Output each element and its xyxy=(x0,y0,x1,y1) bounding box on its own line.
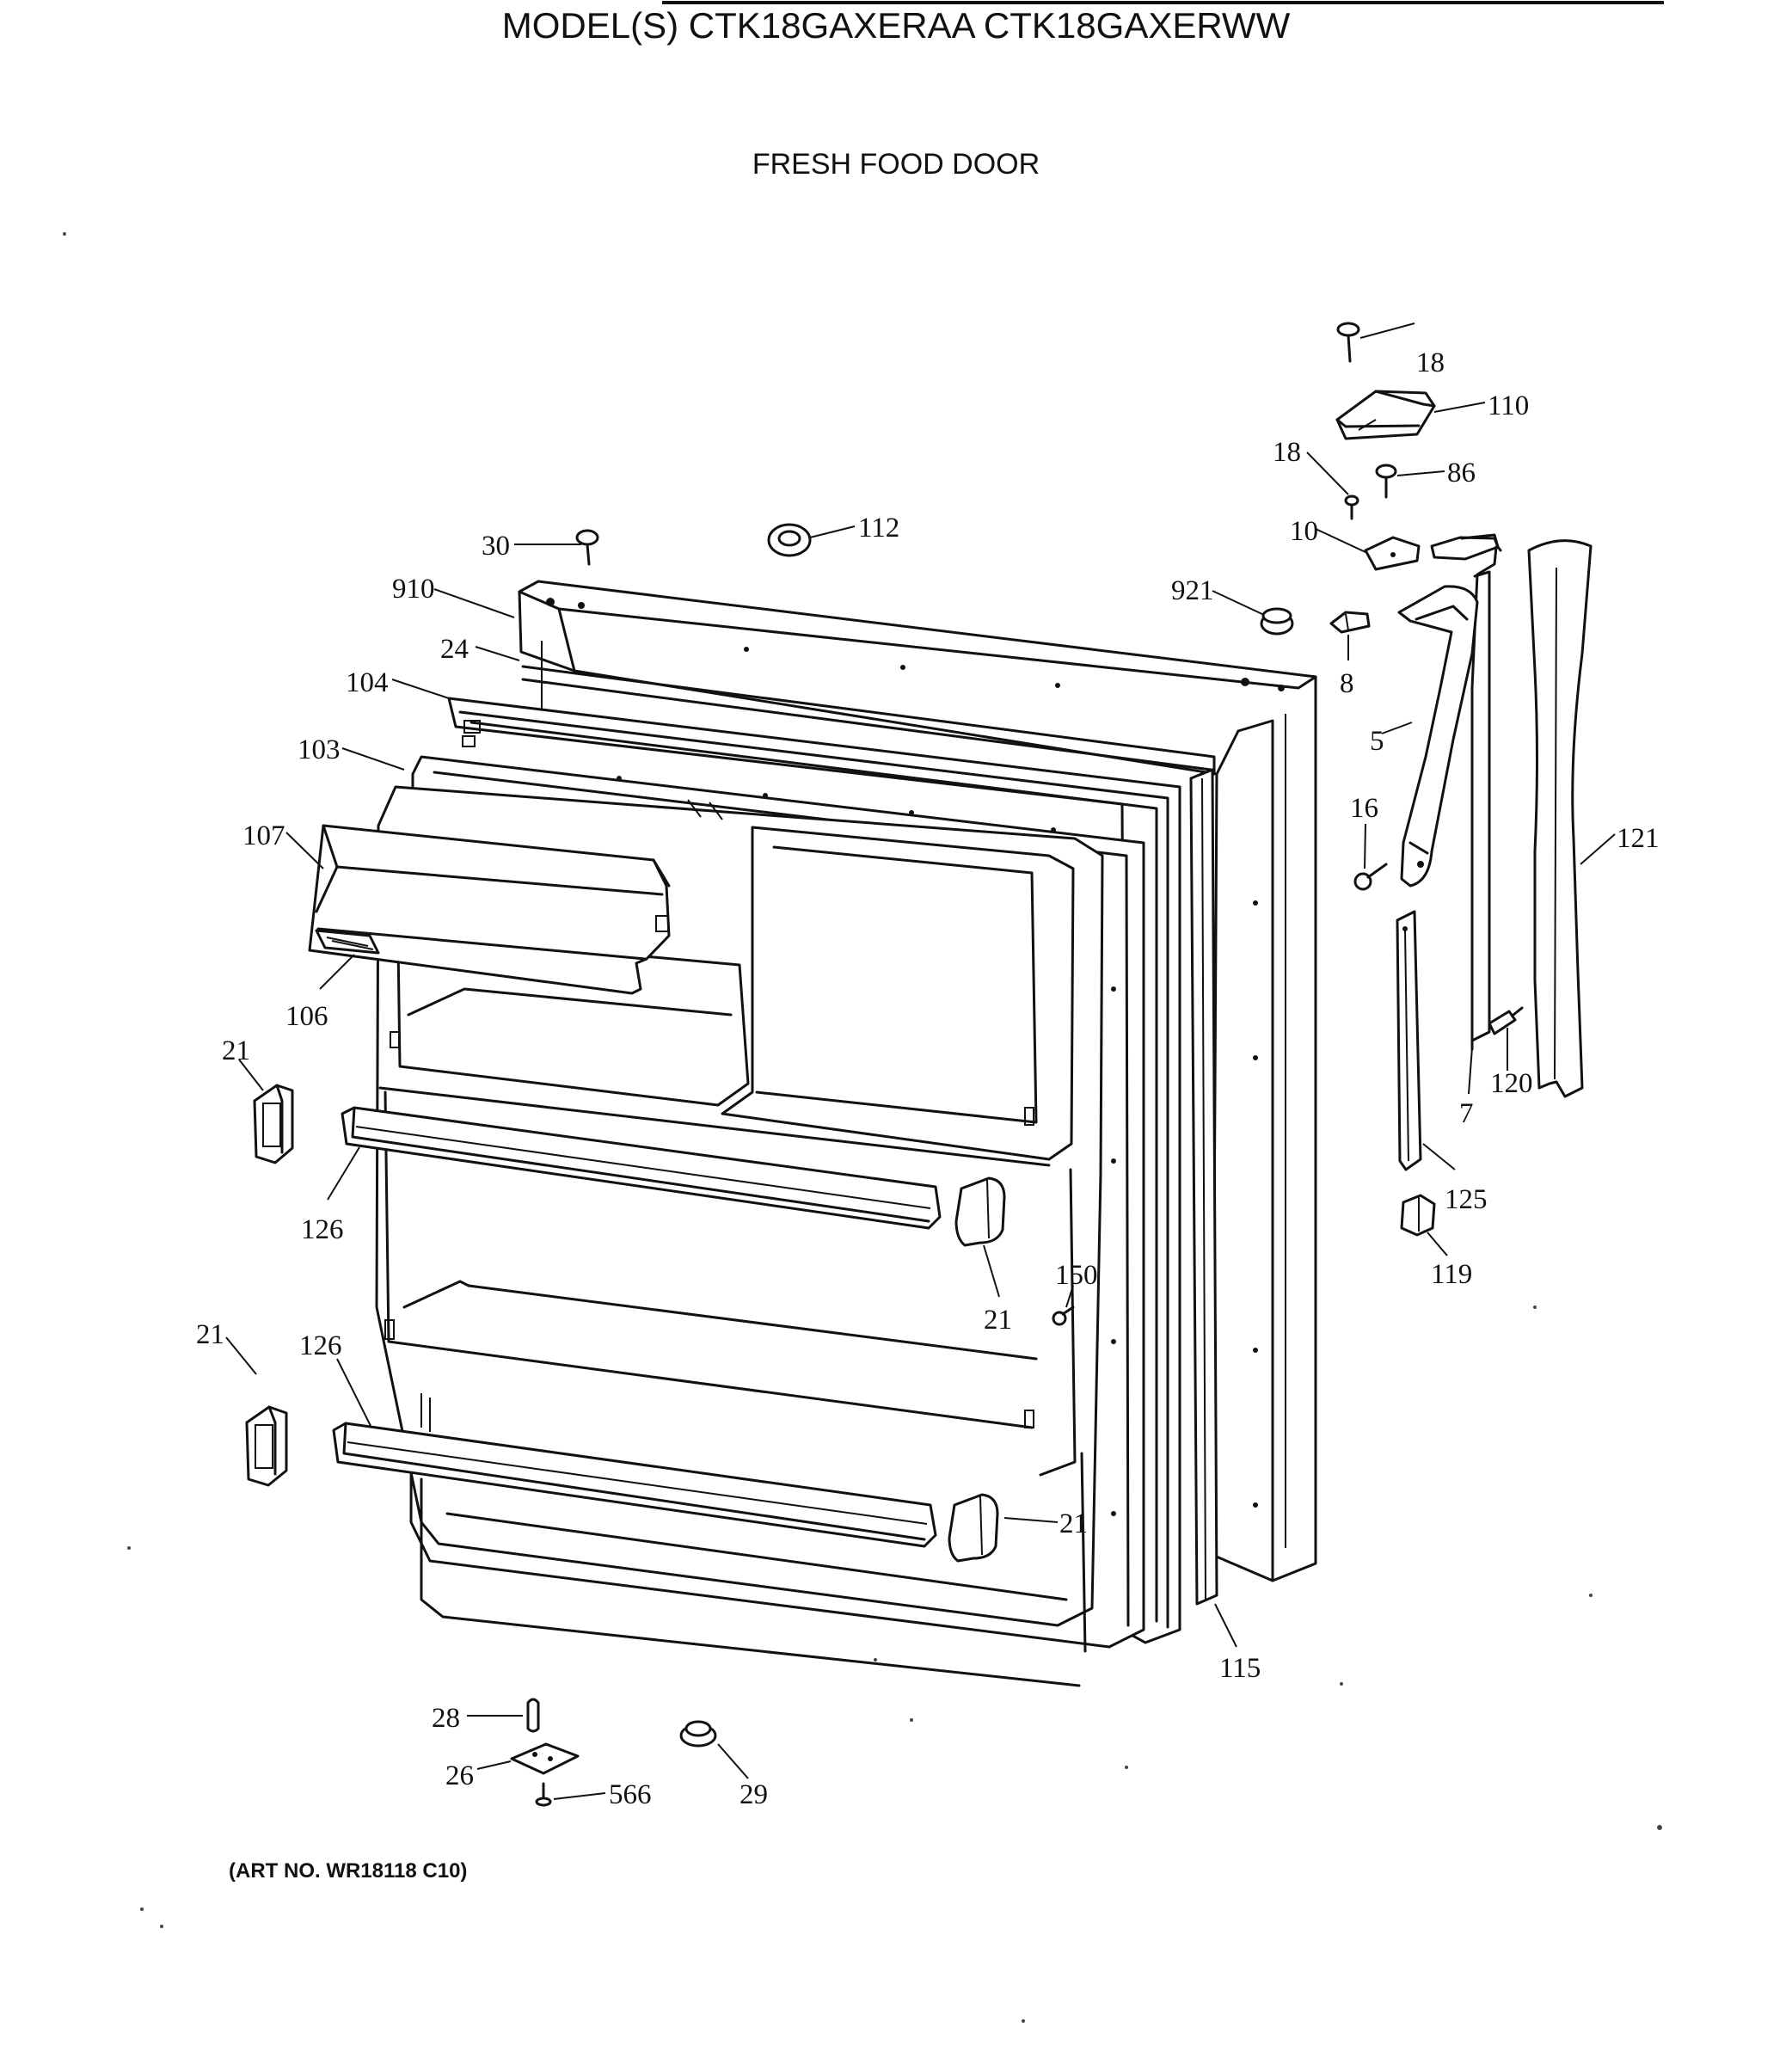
callout-86: 86 xyxy=(1447,458,1476,488)
callout-126-lower: 126 xyxy=(299,1330,342,1361)
screw-16-icon xyxy=(1353,863,1388,891)
callout-21-lower-left: 21 xyxy=(196,1319,224,1350)
door-shelf-bar-lower xyxy=(332,1422,937,1548)
section-title: FRESH FOOD DOOR xyxy=(752,148,1040,181)
shelf-end-cap-upper-right xyxy=(954,1176,1006,1247)
callout-18-top: 18 xyxy=(1416,347,1445,378)
callout-120: 120 xyxy=(1490,1068,1533,1099)
callout-18-mid: 18 xyxy=(1273,437,1301,468)
screw-150-icon xyxy=(1052,1305,1075,1326)
callout-10: 10 xyxy=(1290,516,1318,547)
callout-103: 103 xyxy=(298,734,341,765)
bushing-119 xyxy=(1400,1194,1436,1237)
door-trim-24 xyxy=(521,665,1216,776)
pin-28 xyxy=(526,1698,540,1733)
callout-21-upper-left: 21 xyxy=(222,1035,250,1066)
callout-21-lower-right: 21 xyxy=(1059,1508,1088,1539)
callout-21-upper-right: 21 xyxy=(984,1305,1012,1336)
handle-bracket-7 xyxy=(1470,570,1491,1042)
hinge-shim-10 xyxy=(1364,536,1421,571)
callout-910: 910 xyxy=(392,574,435,605)
scan-specks xyxy=(63,232,1662,2023)
callout-30: 30 xyxy=(482,531,510,562)
callout-106: 106 xyxy=(285,1001,328,1032)
shelf-end-cap-lower-right xyxy=(948,1493,999,1563)
screw-86-icon xyxy=(1375,464,1397,499)
callout-107: 107 xyxy=(242,820,285,851)
callout-566: 566 xyxy=(609,1779,652,1810)
hinge-pin-125 xyxy=(1396,910,1422,1171)
bearing-29 xyxy=(679,1720,717,1748)
screw-18-mid-icon xyxy=(1344,494,1359,520)
screw-30-icon xyxy=(575,529,599,566)
hinge-plate-8 xyxy=(1329,611,1371,634)
callout-104: 104 xyxy=(346,667,389,698)
plug-112 xyxy=(767,523,812,557)
inner-cabinet xyxy=(375,785,1104,1687)
outer-door-panel xyxy=(518,580,1317,1582)
hinge-plate-26 xyxy=(510,1742,580,1775)
door-gasket xyxy=(447,697,1181,1644)
callout-112: 112 xyxy=(858,513,899,544)
callout-110: 110 xyxy=(1488,390,1529,421)
callout-119: 119 xyxy=(1431,1259,1472,1290)
door-stop-921 xyxy=(1260,607,1294,636)
callout-125: 125 xyxy=(1445,1184,1488,1215)
callout-8: 8 xyxy=(1340,668,1354,699)
page-title: MODEL(S) CTK18GAXERAA CTK18GAXERWW xyxy=(501,5,1291,46)
callout-16: 16 xyxy=(1350,793,1378,824)
callout-7: 7 xyxy=(1459,1098,1474,1129)
screw-18-top-icon xyxy=(1336,322,1360,363)
callout-labels: 18 110 18 86 30 112 10 910 921 24 8 104 … xyxy=(196,347,1660,1810)
screw-120-icon xyxy=(1488,1006,1524,1035)
dairy-compartment xyxy=(315,929,380,955)
callout-150: 150 xyxy=(1055,1260,1098,1291)
callout-921: 921 xyxy=(1171,575,1214,606)
callout-26: 26 xyxy=(445,1760,474,1791)
handle-trim-121 xyxy=(1527,539,1593,1098)
leader-lines xyxy=(225,322,1616,1800)
callout-121: 121 xyxy=(1617,823,1660,854)
door-seal-strip xyxy=(1189,768,1218,1606)
door-shelf-bar-upper xyxy=(341,1106,942,1230)
art-number: (ART NO. WR18118 C10) xyxy=(229,1859,468,1883)
handle-5 xyxy=(1397,585,1479,888)
screw-566-icon xyxy=(535,1782,552,1807)
callout-28: 28 xyxy=(432,1703,460,1734)
shelf-end-cap-lower-left xyxy=(245,1405,288,1487)
callout-24: 24 xyxy=(440,634,469,665)
callout-29: 29 xyxy=(740,1779,768,1810)
hinge-cover xyxy=(1335,390,1436,440)
callout-115: 115 xyxy=(1219,1653,1261,1684)
dairy-door xyxy=(308,824,671,995)
callout-126-upper: 126 xyxy=(301,1214,344,1245)
shelf-end-cap-upper-left xyxy=(253,1084,294,1164)
callout-5: 5 xyxy=(1370,726,1384,757)
